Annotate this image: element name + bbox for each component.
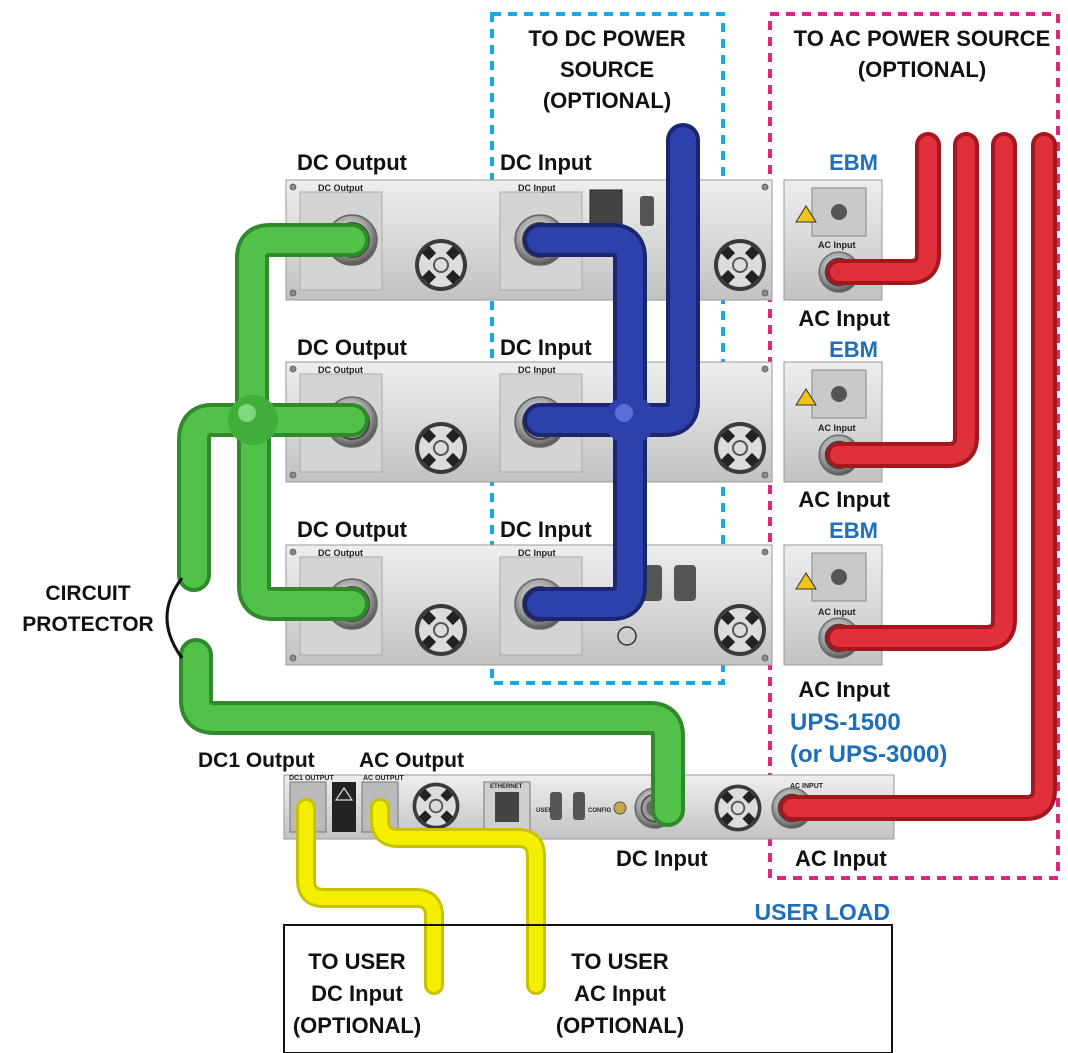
circuit-protector-label: CIRCUIT PROTECTOR [22,582,153,636]
ebm-label-1: EBM [829,150,878,175]
svg-text:(OPTIONAL): (OPTIONAL) [556,1013,684,1038]
panel-ac-input-label: AC Input [818,240,856,250]
circuit-protector-bracket [167,578,182,658]
to-user-dc-label: TO USER DC Input (OPTIONAL) [293,949,421,1038]
ac-input-label-2: AC Input [798,487,890,512]
panel-dc-output-label: DC Output [318,365,363,375]
panel-dc-output-label: DC Output [318,183,363,193]
dc1-output-label: DC1 Output [198,749,315,772]
panel-ac-input-label: AC Input [818,607,856,617]
svg-text:TO USER: TO USER [308,949,406,974]
svg-text:TO DC POWER: TO DC POWER [528,26,685,51]
svg-text:(OPTIONAL): (OPTIONAL) [543,88,671,113]
ac-source-label: TO AC POWER SOURCE (OPTIONAL) [794,26,1051,82]
dc-input-label-2: DC Input [500,335,592,360]
svg-text:UPS-1500: UPS-1500 [790,709,901,736]
ebm-label-3: EBM [829,518,878,543]
svg-text:PROTECTOR: PROTECTOR [22,613,153,636]
panel-dc-output-label: DC Output [318,548,363,558]
panel-ethernet-label: ETHERNET [490,784,523,790]
panel-config-label: CONFIG [588,808,612,814]
ac-output-label: AC Output [359,749,464,772]
ebm-label-2: EBM [829,337,878,362]
svg-text:(or UPS-3000): (or UPS-3000) [790,741,947,768]
svg-text:DC Input: DC Input [311,981,403,1006]
panel-dc-input-label: DC Input [518,548,556,558]
dc-input-label-3: DC Input [500,517,592,542]
dc-output-cable [194,240,668,810]
svg-text:TO USER: TO USER [571,949,669,974]
panel-dc-input-label: DC Input [518,183,556,193]
svg-text:CIRCUIT: CIRCUIT [45,582,130,605]
panel-dc1-output-label: DC1 OUTPUT [289,775,334,782]
svg-text:(OPTIONAL): (OPTIONAL) [293,1013,421,1038]
ups-dc-input-label: DC Input [616,846,708,871]
ups-model-label: UPS-1500 (or UPS-3000) [790,709,947,768]
to-user-ac-label: TO USER AC Input (OPTIONAL) [556,949,684,1038]
svg-text:TO AC POWER SOURCE: TO AC POWER SOURCE [794,26,1051,51]
svg-text:SOURCE: SOURCE [560,57,654,82]
dc-input-label-1: DC Input [500,150,592,175]
dc-output-label-1: DC Output [297,150,408,175]
ups-ac-input-label: AC Input [795,846,887,871]
svg-text:AC Input: AC Input [574,981,666,1006]
panel-ac-input-label: AC Input [818,423,856,433]
panel-ac-output-label: AC OUTPUT [363,775,405,782]
ac-input-label-3: AC Input [798,677,890,702]
user-load-label: USER LOAD [755,899,890,925]
panel-dc-input-label: DC Input [518,365,556,375]
ac-input-label-1: AC Input [798,306,890,331]
dc-source-label: TO DC POWER SOURCE (OPTIONAL) [528,26,685,113]
dc-output-label-2: DC Output [297,335,408,360]
dc-output-label-3: DC Output [297,517,408,542]
svg-text:(OPTIONAL): (OPTIONAL) [858,57,986,82]
